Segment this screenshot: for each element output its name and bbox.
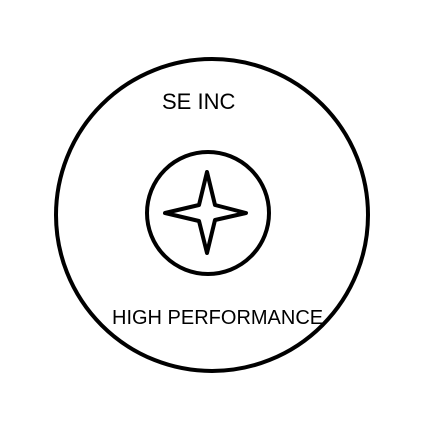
outer-ring	[54, 57, 370, 373]
company-name: SE INC	[162, 89, 236, 114]
tagline: HIGH PERFORMANCE	[112, 307, 324, 329]
four-point-star-icon	[163, 170, 248, 255]
inner-ring	[145, 150, 271, 276]
